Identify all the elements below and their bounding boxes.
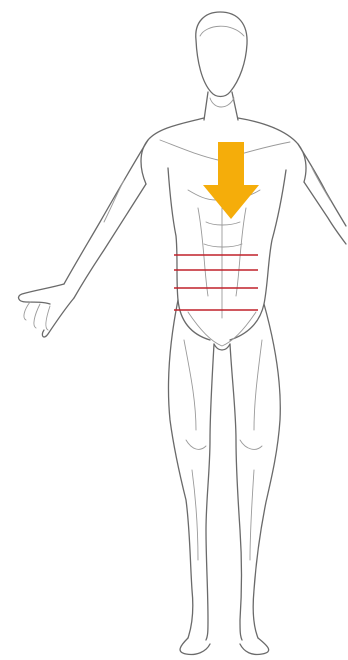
left-arm-outline — [64, 140, 148, 298]
marker-lines — [174, 255, 258, 310]
right-leg-outline — [230, 304, 280, 655]
down-arrow-icon — [203, 142, 259, 219]
left-hand-outline — [19, 284, 74, 337]
left-leg-outline — [168, 300, 214, 655]
head-outline — [196, 12, 247, 97]
